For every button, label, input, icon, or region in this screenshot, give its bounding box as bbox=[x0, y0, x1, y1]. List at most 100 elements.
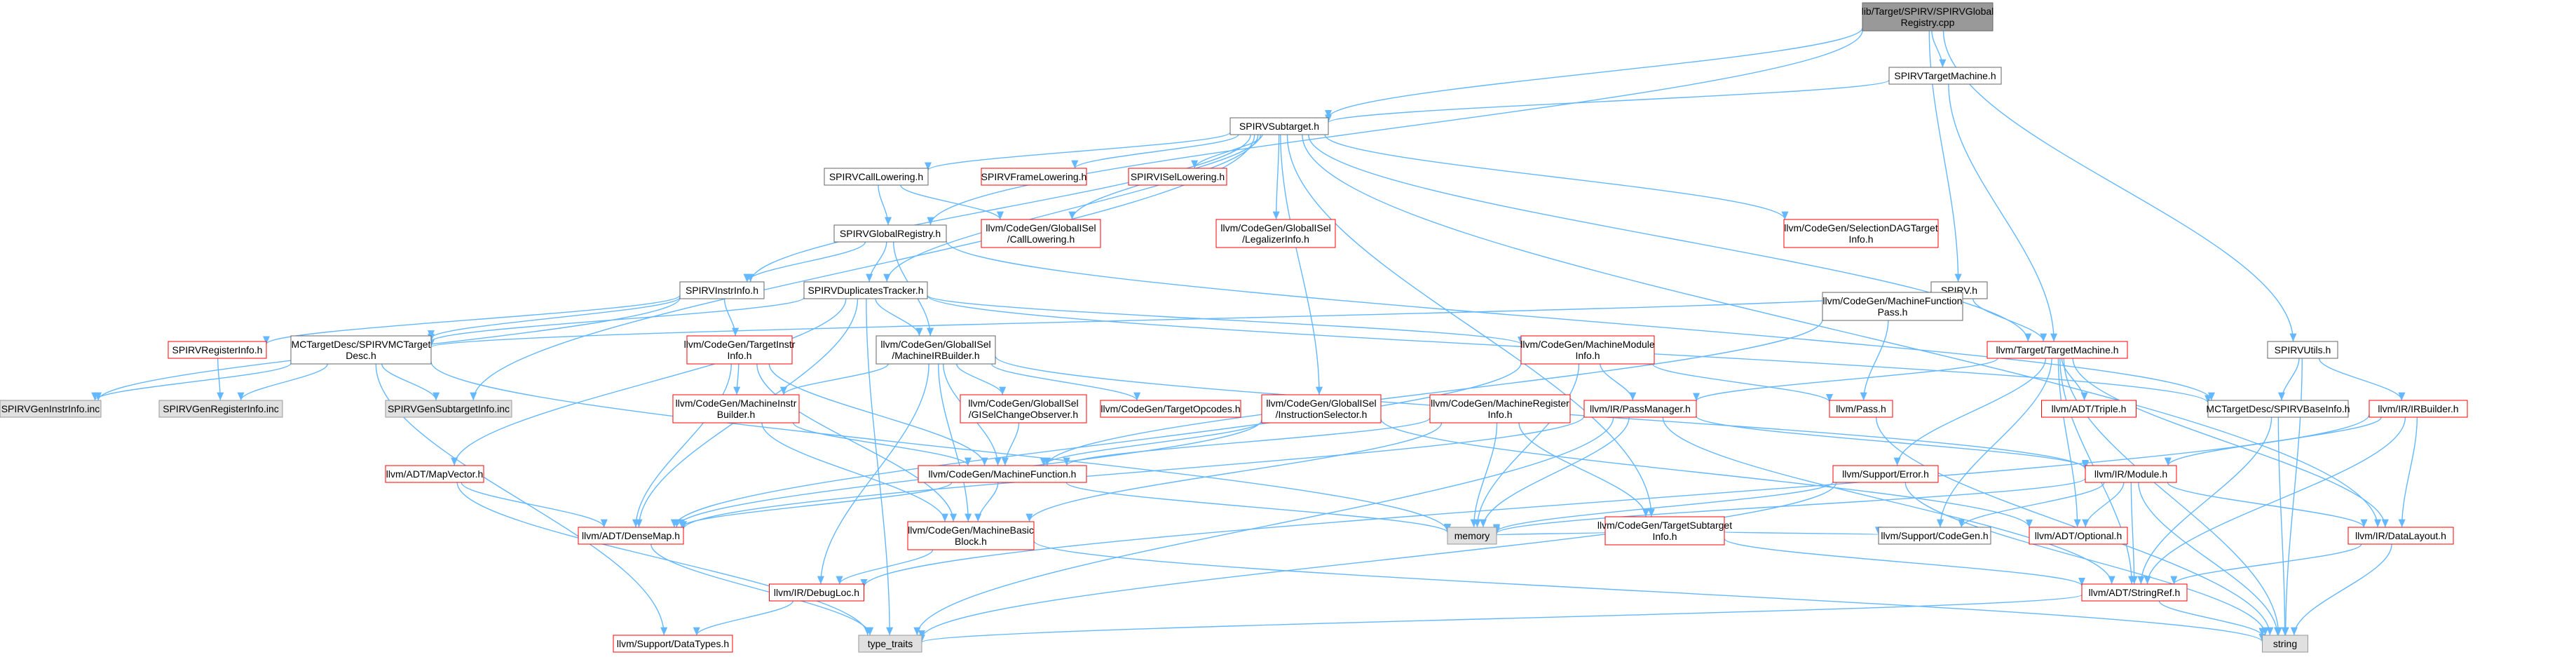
node-datalayout[interactable]: llvm/IR/DataLayout.h bbox=[2347, 527, 2454, 545]
node-instrinfo[interactable]: SPIRVInstrInfo.h bbox=[679, 281, 765, 299]
node-densemap[interactable]: llvm/ADT/DenseMap.h bbox=[578, 527, 684, 545]
node-targetop[interactable]: llvm/CodeGen/TargetOpcodes.h bbox=[1100, 400, 1241, 418]
node-box bbox=[158, 400, 283, 418]
node-label: /MachineIRBuilder.h bbox=[892, 350, 979, 361]
node-mirb[interactable]: llvm/CodeGen/GlobalISel/MachineIRBuilder… bbox=[875, 335, 996, 365]
node-supperr[interactable]: llvm/Support/Error.h bbox=[1832, 465, 1939, 483]
edge-mirb-to-mbb bbox=[938, 363, 972, 522]
node-pass[interactable]: llvm/Pass.h bbox=[1829, 400, 1893, 418]
edge-baseinfo-to-string bbox=[2277, 416, 2289, 636]
node-sub[interactable]: SPIRVSubtarget.h bbox=[1229, 117, 1329, 135]
node-box bbox=[2369, 400, 2468, 418]
node-box bbox=[1429, 394, 1571, 424]
edge-utils-to-baseinfo bbox=[2277, 358, 2300, 401]
node-label: MCTargetDesc/SPIRVMCTarget bbox=[292, 339, 431, 350]
node-stringref[interactable]: llvm/ADT/StringRef.h bbox=[2081, 583, 2188, 602]
node-box bbox=[2207, 400, 2349, 418]
node-label: llvm/Pass.h bbox=[1836, 403, 1886, 414]
node-isel[interactable]: llvm/CodeGen/GlobalISel/InstructionSelec… bbox=[1261, 394, 1382, 424]
node-baseinfo[interactable]: MCTargetDesc/SPIRVBaseInfo.h bbox=[2206, 400, 2350, 418]
node-duptrack[interactable]: SPIRVDuplicatesTracker.h bbox=[803, 281, 928, 299]
edge-mmi-to-memory bbox=[1473, 363, 1580, 528]
edge-supperr-to-string bbox=[1904, 482, 2269, 636]
node-optional[interactable]: llvm/ADT/Optional.h bbox=[2029, 527, 2128, 545]
node-label: llvm/CodeGen/GlobalISel bbox=[968, 398, 1078, 409]
node-label: llvm/CodeGen/MachineBasic bbox=[908, 524, 1034, 536]
node-box bbox=[2029, 527, 2128, 545]
node-label: llvm/CodeGen/MachineInstr bbox=[676, 398, 797, 409]
node-targetmach[interactable]: llvm/Target/TargetMachine.h bbox=[1986, 341, 2128, 359]
node-mf[interactable]: llvm/CodeGen/MachineFunction.h bbox=[918, 465, 1087, 483]
node-box bbox=[1229, 117, 1329, 135]
edge-sub-to-seldag bbox=[1324, 134, 1789, 220]
node-triple[interactable]: llvm/ADT/Triple.h bbox=[2041, 400, 2137, 418]
node-globreg[interactable]: SPIRVGlobalRegistry.h bbox=[833, 224, 947, 243]
node-module[interactable]: llvm/IR/Module.h bbox=[2085, 465, 2177, 483]
edge-datalayout-to-string bbox=[2290, 543, 2392, 636]
node-gcso[interactable]: llvm/CodeGen/GlobalISel/GISelChangeObser… bbox=[960, 394, 1087, 424]
node-box bbox=[1447, 527, 1497, 545]
node-string: string bbox=[2262, 635, 2308, 653]
edge-calllow-to-globreg bbox=[878, 184, 892, 226]
edge-datalayout-to-stringref bbox=[2170, 543, 2362, 585]
edge-root-to-spirvh bbox=[1928, 30, 1962, 283]
node-gisel_cl[interactable]: llvm/CodeGen/GlobalISel/CallLowering.h bbox=[981, 219, 1101, 248]
edge-globreg-to-instrinfo bbox=[743, 241, 866, 283]
edge-mcdesc-to-gensub bbox=[381, 363, 440, 401]
node-label: Info.h bbox=[727, 350, 751, 361]
node-label: lib/Target/SPIRV/SPIRVGlobal bbox=[1862, 6, 1994, 17]
node-utils[interactable]: SPIRVUtils.h bbox=[2267, 341, 2338, 359]
node-reginfo[interactable]: SPIRVRegisterInfo.h bbox=[168, 341, 267, 359]
node-label: SPIRVFrameLowering.h bbox=[981, 171, 1087, 182]
node-codegen[interactable]: llvm/Support/CodeGen.h bbox=[1878, 527, 1991, 545]
node-passmgr[interactable]: llvm/IR/PassManager.h bbox=[1583, 400, 1697, 418]
edge-duptrack-to-mapvec bbox=[451, 298, 847, 466]
node-root[interactable]: lib/Target/SPIRV/SPIRVGlobalRegistry.cpp bbox=[1862, 2, 1994, 32]
node-box bbox=[2262, 635, 2308, 653]
node-label: Info.h bbox=[1575, 350, 1600, 361]
node-label: SPIRVCallLowering.h bbox=[829, 171, 923, 182]
node-tm[interactable]: SPIRVTargetMachine.h bbox=[1888, 67, 2002, 85]
edge-mfpass-to-pass bbox=[1860, 320, 1889, 401]
node-label: SPIRVGenInstrInfo.inc bbox=[1, 403, 100, 414]
edge-module-to-codegen bbox=[1958, 482, 2105, 528]
node-framelow[interactable]: SPIRVFrameLowering.h bbox=[981, 168, 1087, 186]
node-label: llvm/CodeGen/MachineFunction bbox=[1822, 295, 1962, 306]
edge-mbb-to-debugloc bbox=[836, 549, 934, 585]
node-memory: memory bbox=[1447, 527, 1497, 545]
node-genreg: SPIRVGenRegisterInfo.inc bbox=[158, 400, 283, 418]
node-label: llvm/ADT/DenseMap.h bbox=[582, 530, 680, 541]
edge-mmi-to-passmgr bbox=[1600, 363, 1637, 401]
edge-instrinfo-to-reginfo bbox=[263, 294, 681, 345]
edge-sub-to-duptrack bbox=[883, 134, 1259, 283]
node-gisel_li[interactable]: llvm/CodeGen/GlobalISel/LegalizerInfo.h bbox=[1215, 219, 1336, 248]
node-mapvec[interactable]: llvm/ADT/MapVector.h bbox=[385, 465, 484, 483]
edge-root-to-sub bbox=[1325, 27, 1863, 118]
node-label: llvm/IR/DebugLoc.h bbox=[774, 587, 859, 598]
node-isellow[interactable]: SPIRVISelLowering.h bbox=[1128, 168, 1227, 186]
edge-targetmach-to-passmgr bbox=[1693, 358, 1998, 402]
node-label: SPIRVGenRegisterInfo.inc bbox=[163, 403, 279, 414]
node-datatypes[interactable]: llvm/Support/DataTypes.h bbox=[613, 635, 733, 653]
node-debugloc[interactable]: llvm/IR/DebugLoc.h bbox=[769, 583, 864, 602]
node-box bbox=[1100, 400, 1241, 418]
node-irbuilder[interactable]: llvm/IR/IRBuilder.h bbox=[2369, 400, 2468, 418]
edge-mapvec-to-typetraits bbox=[456, 482, 871, 636]
node-box bbox=[1520, 335, 1655, 365]
edge-passmgr-to-densemap bbox=[680, 415, 1585, 529]
edge-mirb-to-mib bbox=[779, 363, 889, 395]
node-calllow[interactable]: SPIRVCallLowering.h bbox=[824, 168, 929, 186]
node-label: memory bbox=[1454, 530, 1490, 541]
node-layer: lib/Target/SPIRV/SPIRVGlobalRegistry.cpp… bbox=[0, 2, 2468, 653]
edge-sub-to-instrinfo bbox=[747, 134, 1251, 283]
